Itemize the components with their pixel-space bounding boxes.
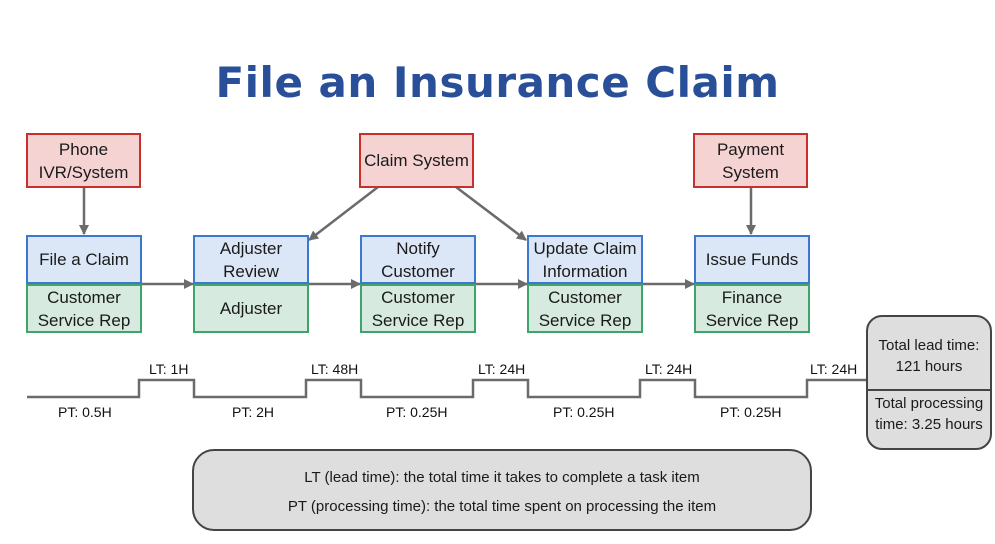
role-customer-service-rep: Customer Service Rep — [527, 284, 643, 333]
processing-time-label: PT: 0.25H — [386, 404, 448, 420]
lead-time-label: LT: 1H — [149, 361, 189, 377]
processing-time-label: PT: 0.5H — [58, 404, 112, 420]
system-payment: Payment System — [693, 133, 808, 188]
totals-summary: Total lead time: 121 hours Total process… — [866, 315, 992, 450]
legend-processing-time: PT (processing time): the total time spe… — [287, 498, 717, 515]
processing-time-label: PT: 2H — [232, 404, 275, 420]
processing-time-label: PT: 0.25H — [553, 404, 615, 420]
timeline-line — [27, 378, 866, 399]
summary-divider — [868, 389, 990, 391]
task-issue-funds: Issue Funds — [694, 235, 810, 284]
task-adjuster-review: Adjuster Review — [193, 235, 309, 284]
lead-time-label: LT: 24H — [810, 361, 858, 377]
total-lead-time: Total lead time: 121 hours — [878, 337, 980, 375]
task-notify-customer: Notify Customer — [360, 235, 476, 284]
task-update-claim: Update Claim Information — [527, 235, 643, 284]
role-adjuster: Adjuster — [193, 284, 309, 333]
lead-time-label: LT: 24H — [645, 361, 693, 377]
legend-lead-time: LT (lead time): the total time it takes … — [304, 469, 700, 486]
system-phone-ivr: Phone IVR/System — [26, 133, 141, 188]
lead-time-label: LT: 48H — [311, 361, 359, 377]
arrow-claimsys-to-review — [308, 186, 379, 241]
legend-box: LT (lead time): the total time it takes … — [192, 449, 812, 531]
processing-time-label: PT: 0.25H — [720, 404, 782, 420]
lead-time-label: LT: 24H — [478, 361, 526, 377]
system-claim: Claim System — [359, 133, 474, 188]
task-file-claim: File a Claim — [26, 235, 142, 284]
role-customer-service-rep: Customer Service Rep — [360, 284, 476, 333]
role-finance-service-rep: Finance Service Rep — [694, 284, 810, 333]
arrow-claimsys-to-update — [455, 186, 527, 241]
role-customer-service-rep: Customer Service Rep — [26, 284, 142, 333]
page-title: File an Insurance Claim — [215, 58, 780, 107]
total-processing-time: Total processing time: 3.25 hours — [874, 395, 984, 433]
